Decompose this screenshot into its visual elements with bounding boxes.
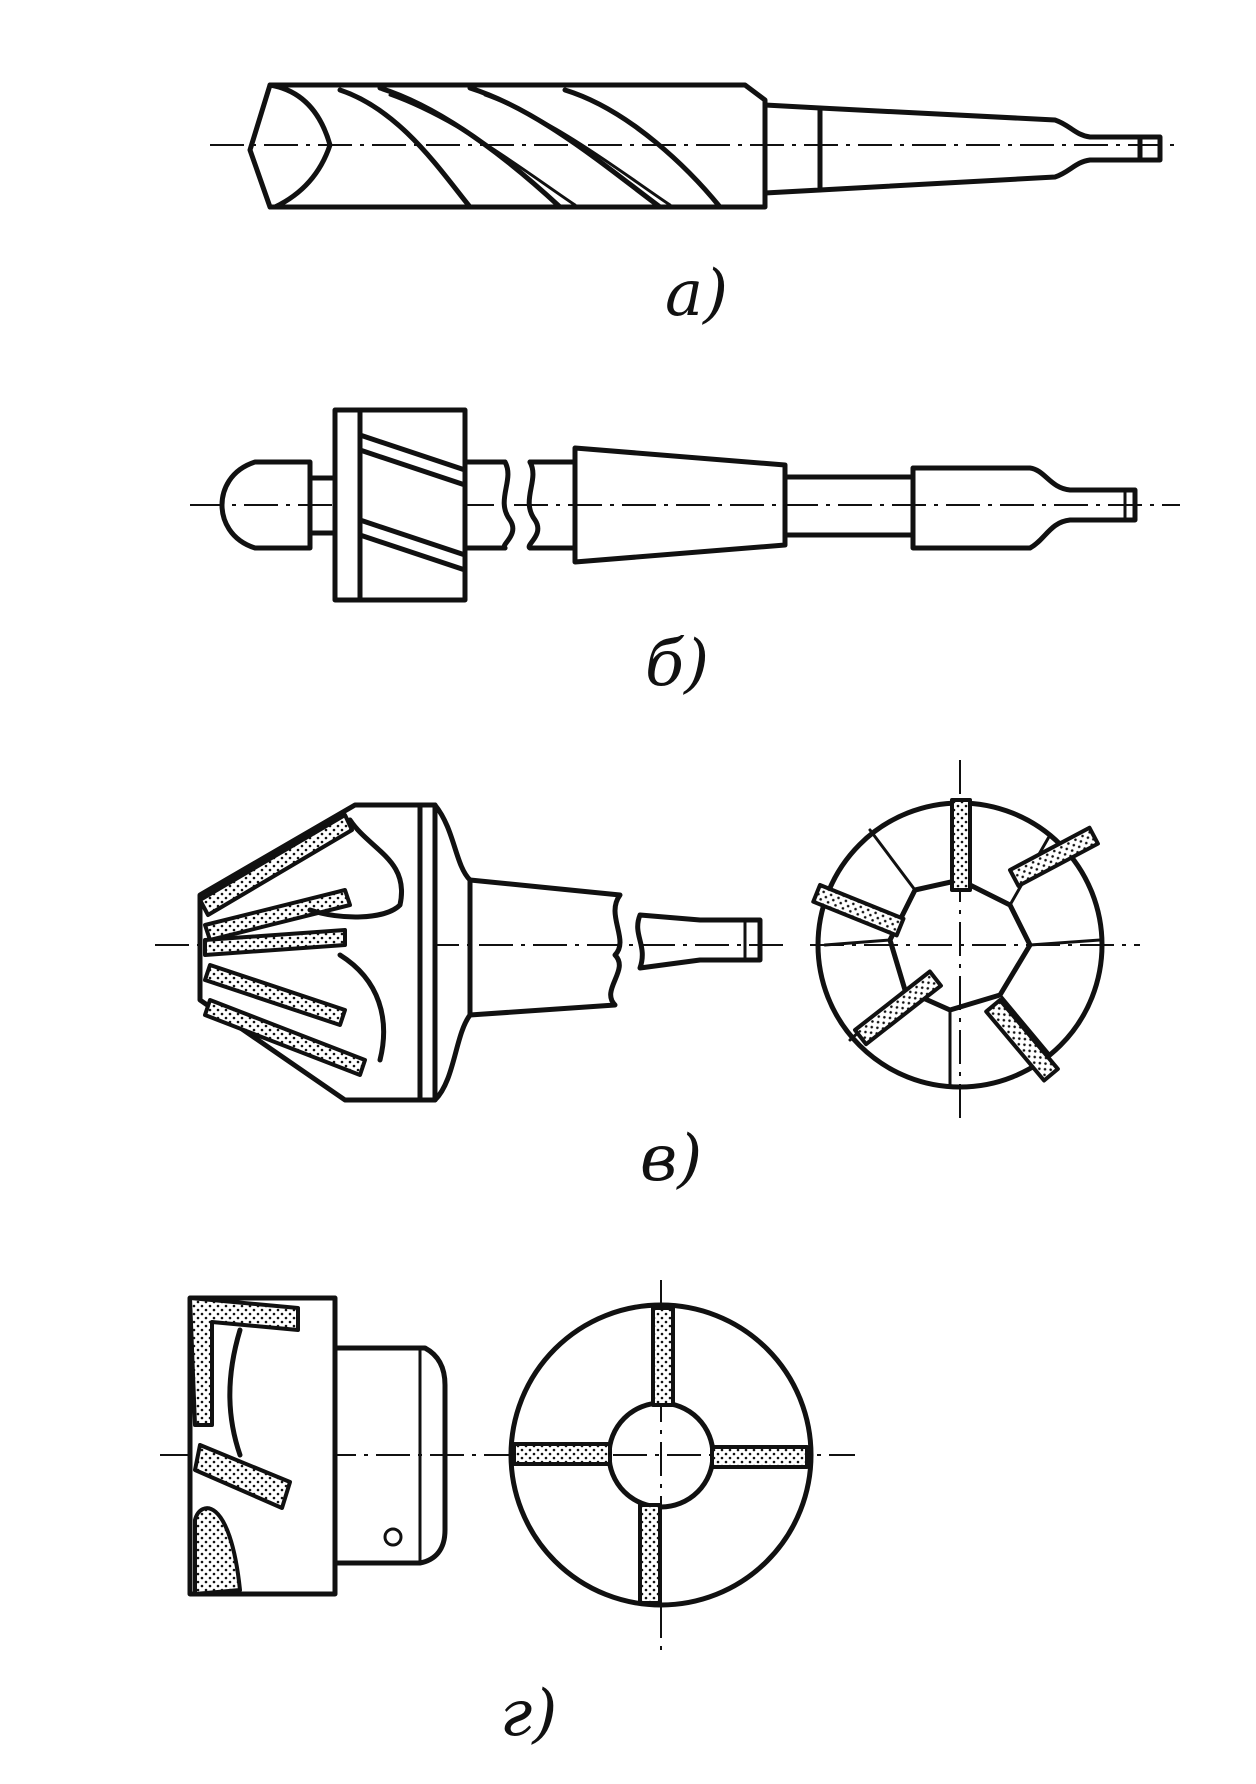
arbor-break-2 (526, 459, 541, 551)
drill-tip (267, 82, 333, 210)
core-end-view-blade-right (710, 1445, 809, 1469)
countersink-tooth-3 (203, 928, 347, 957)
arbor-break-1 (501, 459, 516, 551)
core-end-view-blade-top (651, 1306, 675, 1407)
twist-drill-figure: а) (210, 82, 1180, 331)
figure-label-g: г) (500, 1677, 557, 1751)
end-view-blade-4 (852, 969, 943, 1047)
arbor-taper (572, 445, 788, 565)
arbor-pilot (219, 459, 313, 551)
end-view-spoke-2 (823, 938, 892, 947)
countersink-tooth-4 (203, 963, 347, 1027)
countersink-tooth-1 (198, 813, 354, 917)
countersink-flute-edge-2 (337, 952, 387, 1063)
countersink-tooth-2 (203, 888, 352, 942)
core-drill-figure: г) (160, 1280, 855, 1751)
drill-neck (762, 102, 823, 196)
countersink-shank (635, 912, 763, 971)
core-drill-shank (332, 1345, 448, 1566)
end-view-blade-5 (984, 998, 1060, 1083)
end-view-blade-1 (950, 798, 972, 892)
countersink-flange (432, 802, 473, 1103)
drill-flute-6 (483, 93, 672, 207)
end-view-blade-3 (811, 883, 906, 938)
countersink-neck (467, 877, 623, 1018)
arbor-end (910, 465, 1138, 551)
core-end-view-blade-left (512, 1442, 612, 1466)
core-drill-insert-top (188, 1296, 300, 1427)
drill-flute-5 (388, 93, 577, 207)
conical-countersink-figure: в) (155, 760, 1140, 1196)
core-drill-pin-hole (383, 1527, 403, 1547)
end-view-spoke-6 (1028, 938, 1102, 947)
drill-flute-1 (337, 87, 473, 210)
drill-body-outline (247, 82, 768, 210)
figure-label-v: в) (640, 1122, 702, 1196)
end-view-blade-2 (1008, 825, 1100, 888)
core-end-view-blade-bottom (638, 1503, 662, 1605)
core-drill-insert-mid (193, 1443, 292, 1510)
drill-flute-2 (377, 85, 563, 210)
figure-label-b: б) (645, 627, 709, 701)
arbor-shaft-1 (462, 459, 508, 551)
drill-flute-3 (467, 85, 663, 210)
countersink-tooth-5 (203, 998, 367, 1077)
drill-flute-4 (562, 87, 723, 210)
cutter-body (332, 407, 468, 603)
cutter-flute-2 (357, 447, 468, 488)
cutter-flute-3 (357, 517, 468, 558)
end-view-spoke-1 (868, 828, 917, 892)
drill-taper-shank (817, 105, 1143, 193)
end-view-spoke-5 (998, 993, 1052, 1057)
core-drill-flute (227, 1327, 243, 1458)
core-drill-body (187, 1295, 338, 1597)
arbor-shaft-2 (527, 459, 578, 551)
cutter-flute-4 (357, 532, 468, 573)
countersink-flute-edge-1 (307, 817, 404, 920)
core-drill-insert-bottom (193, 1506, 242, 1596)
countersink-cutter-figure: б) (190, 407, 1180, 701)
core-end-view-outer-circle (508, 1302, 814, 1608)
figure-label-a: а) (665, 257, 728, 331)
drill-tang (1137, 134, 1163, 163)
cutter-flute-1 (357, 432, 468, 473)
